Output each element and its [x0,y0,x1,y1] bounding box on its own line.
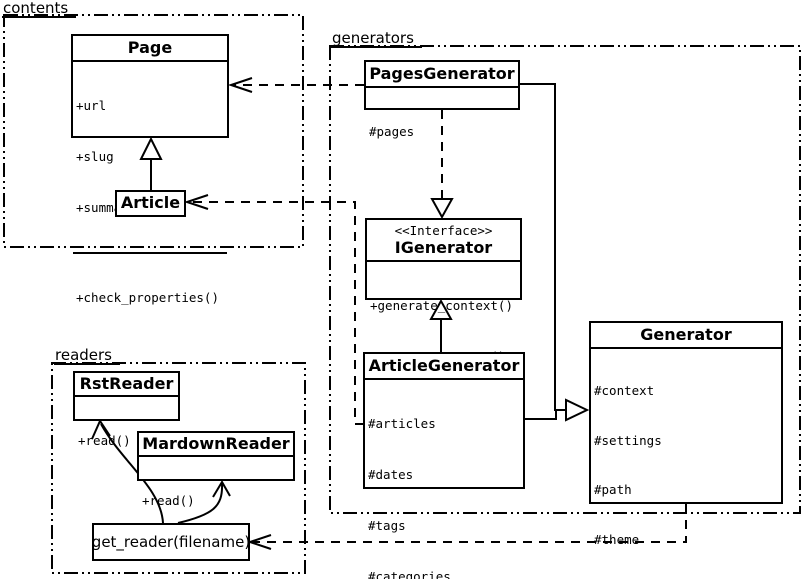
attribute: #context [594,383,655,398]
class-rstreader-methods: +read() [75,397,178,485]
package-label-generators: generators [331,31,422,48]
attribute: #path [594,482,632,497]
class-page-attributes: +url +slug +summary [73,62,227,254]
arrow-getreader-to-mardownreader-arrowhead [212,480,231,498]
generalization-pagesgenerator-to-generator-line [520,83,566,411]
method: +generate_context() [370,298,513,313]
dependency-articlegenerator-to-article-line [191,201,364,425]
class-igenerator-stereotype: <<Interface>> [394,223,493,238]
class-igenerator: <<Interface>> IGenerator +generate_conte… [365,218,522,364]
dependency-generator-to-getreader-line [253,504,687,543]
attribute: #tags [368,518,406,533]
generalization-articlegenerator-to-generator-line [525,410,557,420]
attribute: #settings [594,432,662,448]
class-pagesgenerator-name: PagesGenerator [366,62,518,88]
class-rstreader-name: RstReader [75,373,178,397]
class-articlegenerator-attributes: #articles #dates #tags #categories [365,380,523,579]
class-article-name: Article [120,193,181,212]
class-generator-name: Generator [591,323,781,349]
realization-pagesgenerator-to-igenerator-triangle [430,198,454,220]
attribute: #pages [369,124,415,139]
class-mardownreader: MardownReader +read() [137,431,295,508]
attribute: #dates [368,467,414,482]
node-get-reader: get_reader(filename) [92,523,250,561]
class-igenerator-title: <<Interface>> IGenerator [367,220,520,262]
package-label-contents: contents [2,1,77,18]
method: +read() [78,433,131,448]
attribute: #theme [594,531,640,547]
class-igenerator-name: IGenerator [394,238,493,257]
package-label-readers: readers [54,348,120,365]
dependency-generator-to-getreader-arrowhead [246,534,272,550]
arrow-getreader-to-rstreader-arrowhead [91,418,111,440]
arrow-getreader-to-mardownreader-curve [177,483,224,524]
readers-package-border [51,362,306,574]
attribute: #categories [368,569,451,579]
class-page: Page +url +slug +summary +check_properti… [71,34,229,305]
class-articlegenerator: ArticleGenerator #articles #dates #tags … [363,352,525,579]
generalization-articlegenerator-to-igenerator-triangle [429,298,453,320]
class-articlegenerator-name: ArticleGenerator [365,354,523,380]
dependency-pagesgenerator-to-page-arrowhead [227,77,253,93]
class-mardownreader-methods: +read() [139,457,293,545]
attribute: +slug [76,149,114,164]
contents-package-border [3,14,304,248]
attribute: +url [76,98,107,113]
method: +check_properties() [76,290,219,305]
class-page-methods: +check_properties() [73,254,227,342]
method: +read() [142,493,195,508]
dependency-articlegenerator-to-article-arrowhead [183,194,209,210]
class-page-name: Page [73,36,227,62]
class-pagesgenerator-attributes: #pages [366,88,518,176]
class-article: Article [115,190,186,217]
class-generator: Generator #context #settings #path #them… [589,321,783,547]
class-pagesgenerator: PagesGenerator #pages [364,60,520,139]
generalization-to-generator-triangle [565,398,590,422]
class-generator-attributes: #context #settings #path #theme #output_… [591,349,781,579]
node-get-reader-label: get_reader(filename) [91,533,251,551]
generators-package-border [329,45,801,514]
class-mardownreader-name: MardownReader [139,433,293,457]
generalization-article-to-page-triangle [139,136,163,160]
class-rstreader: RstReader +read() [73,371,180,448]
attribute: #articles [368,416,436,431]
